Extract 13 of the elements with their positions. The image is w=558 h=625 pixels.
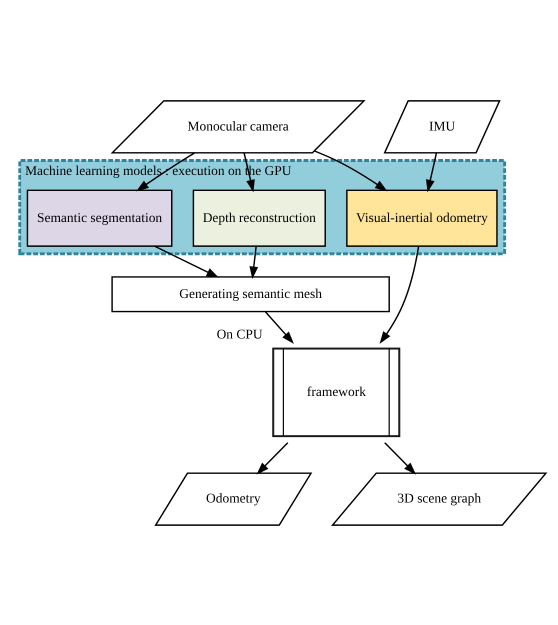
- arrow: [154, 245, 219, 278]
- arrow: [256, 442, 288, 474]
- node-label: On CPU: [216, 326, 263, 342]
- node-box: Visual-inertial odometry: [346, 189, 498, 246]
- node-box: Semantic segmentation: [26, 189, 172, 246]
- arrow: [380, 246, 420, 344]
- node-box: Depth reconstruction: [192, 189, 326, 246]
- arrow: [384, 442, 416, 474]
- arrow: [426, 152, 438, 192]
- arrow: [249, 246, 258, 279]
- node-box: Generating semantic mesh: [111, 276, 390, 312]
- arrow: [265, 310, 294, 344]
- arrow: [136, 152, 196, 191]
